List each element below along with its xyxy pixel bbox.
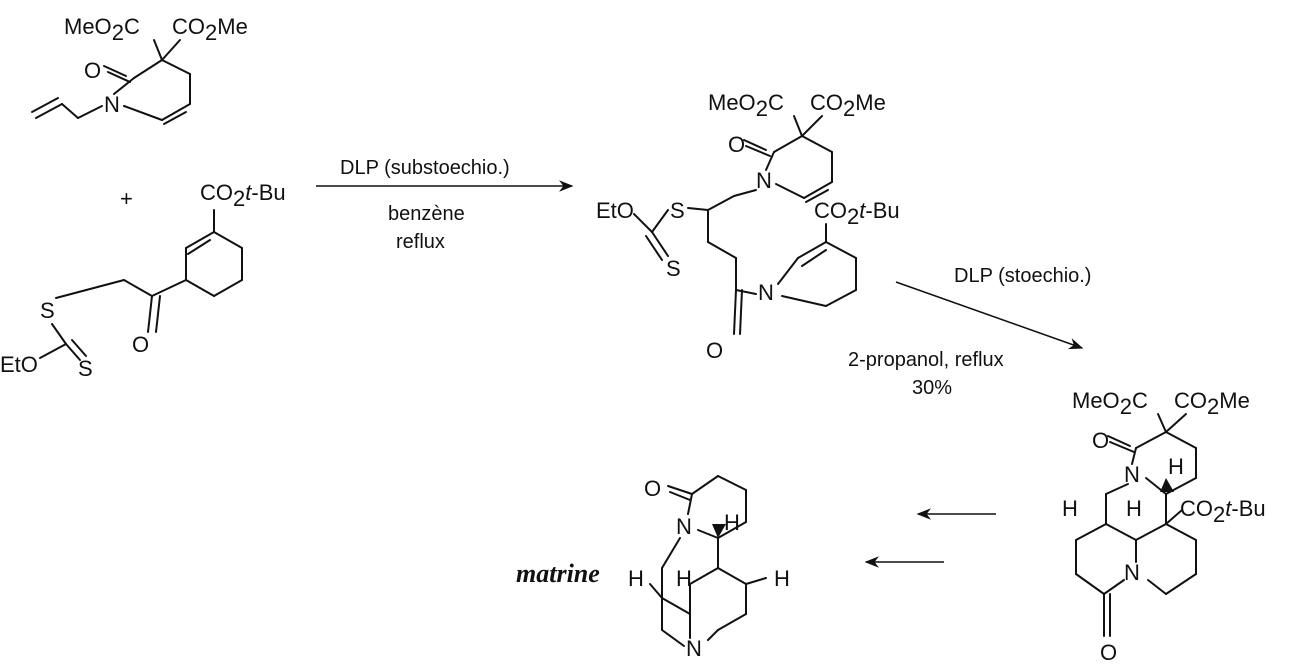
label-ring-n2-matrine: N [686, 636, 702, 661]
label-ring-n2-prod: N [1124, 560, 1140, 585]
label-s2: S [78, 356, 93, 381]
label-co2me: CO2Me [172, 14, 248, 45]
label-meo2c: MeO2C [64, 14, 140, 45]
label-carbonyl-o-prod: O [1092, 428, 1109, 453]
label-lactam-o-prod: O [1100, 640, 1117, 665]
intermediate-adduct: MeO2C CO2Me O N EtO S S CO2t-Bu N O [596, 90, 900, 363]
tetracyclic-product: MeO2C CO2Me O N H H H CO2t-Bu N O [1062, 388, 1266, 665]
step1-reagent: DLP (substoechio.) [340, 157, 510, 179]
label-ketone-o: O [132, 332, 149, 357]
bonds-tetracyclic-product [1075, 413, 1197, 637]
label-h3-matrine: H [676, 566, 692, 591]
label-ring-n2-int: N [758, 280, 774, 305]
label-co2tbu-int: CO2t-Bu [814, 198, 900, 229]
label-co2me-prod: CO2Me [1174, 388, 1250, 419]
label-carbonyl-o-matrine: O [644, 476, 661, 501]
label-s1: S [40, 298, 55, 323]
wedge-bond-matrine [712, 524, 726, 538]
wedge-bond-h1 [1160, 478, 1174, 492]
label-ring-n-prod: N [1124, 462, 1140, 487]
label-ring-n-matrine: N [676, 514, 692, 539]
bonds-xanthate-cyclohexene [39, 209, 243, 361]
bonds-intermediate [633, 115, 857, 335]
label-carbonyl-o: O [84, 58, 101, 83]
plus-sign: + [120, 186, 133, 211]
arrow-multistep [864, 508, 996, 568]
label-s-int: S [670, 198, 685, 223]
step1-solvent: benzène [388, 203, 465, 225]
label-h1-prod: H [1168, 454, 1184, 479]
label-eto: EtO [0, 352, 38, 377]
reactant-xanthate-cyclohexene: CO2t-Bu S EtO S O [0, 180, 286, 381]
reactant-allyl-lactam: MeO2C CO2Me O N [31, 14, 248, 125]
label-amide-o-int: O [706, 338, 723, 363]
label-co2tbu-prod: CO2t-Bu [1180, 496, 1266, 527]
label-h4-matrine: H [774, 566, 790, 591]
label-carbonyl-o-int: O [728, 132, 745, 157]
bonds-matrine [649, 475, 767, 647]
label-ring-n: N [104, 92, 120, 117]
step2-condition: 2-propanol, reflux [848, 349, 1004, 371]
label-h2-matrine: H [628, 566, 644, 591]
step2-yield: 30% [912, 377, 952, 399]
label-meo2c-prod: MeO2C [1072, 388, 1148, 419]
label-h2-prod: H [1062, 496, 1078, 521]
label-eto-int: EtO [596, 198, 634, 223]
matrine-structure: O N H H H H N [628, 475, 790, 661]
arrow-step-2 [895, 281, 1084, 350]
step1-condition: reflux [396, 231, 445, 253]
label-co2tbu: CO2t-Bu [200, 180, 286, 211]
bonds-allyl-lactam [31, 39, 191, 125]
label-meo2c-int: MeO2C [708, 90, 784, 121]
label-co2me-int: CO2Me [810, 90, 886, 121]
label-h3-prod: H [1126, 496, 1142, 521]
matrine-label: matrine [516, 559, 600, 588]
label-ring-n-int: N [756, 168, 772, 193]
label-thione-s-int: S [666, 256, 681, 281]
step2-reagent: DLP (stoechio.) [954, 265, 1091, 287]
label-h1-matrine: H [724, 510, 740, 535]
